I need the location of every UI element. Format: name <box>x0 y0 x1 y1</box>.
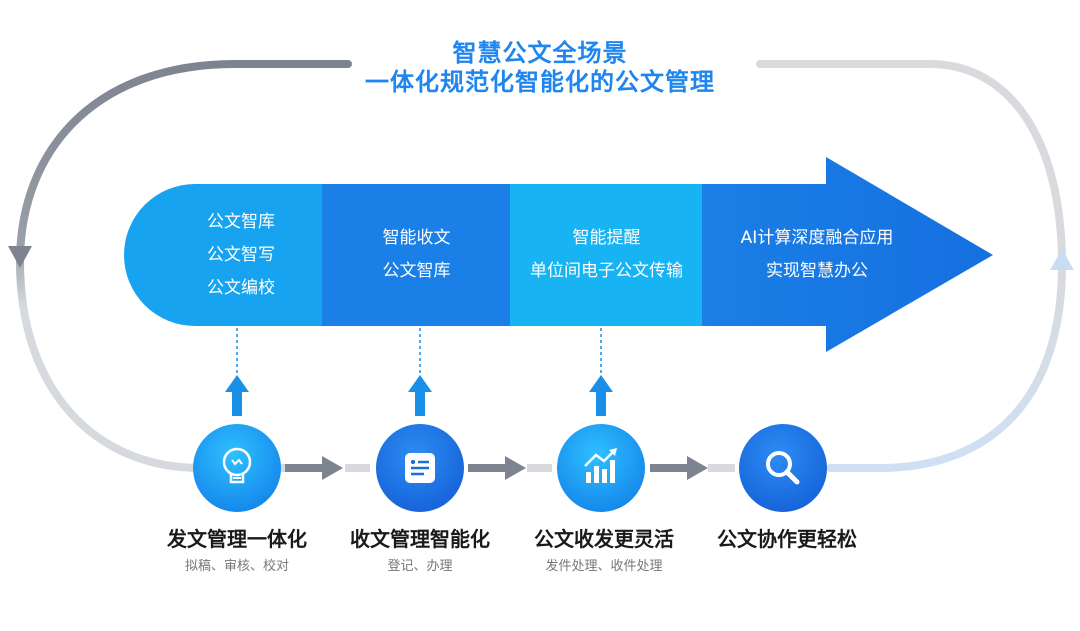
step-2-title: 收文管理智能化 <box>350 527 490 551</box>
diagram-subtitle: 一体化规范化智能化的公文管理 <box>365 68 715 96</box>
segment-1-line-1: 公文智库 <box>207 211 275 232</box>
next-arrow-1 <box>285 456 343 480</box>
loop-up-arrowhead <box>1050 249 1074 270</box>
arrow-segment-1-text: 公文智库 公文智写 公文编校 <box>160 184 322 326</box>
lightbulb-icon <box>193 424 281 512</box>
step-4-title: 公文协作更轻松 <box>717 527 857 551</box>
arrow-segment-2-text: 智能收文 公文智库 <box>322 184 511 326</box>
step-3-title: 公文收发更灵活 <box>534 527 674 551</box>
arrow-segment-3-text: 智能提醒 单位间电子公文传输 <box>510 184 703 326</box>
segment-1-line-3: 公文编校 <box>207 277 275 298</box>
arrow-segment-4-text: AI计算深度融合应用 实现智慧办公 <box>702 184 932 326</box>
up-connector-1 <box>225 328 249 416</box>
segment-2-line-2: 公文智库 <box>382 261 451 281</box>
step-2-subtitle: 登记、办理 <box>387 559 453 574</box>
step-3-subtitle: 发件处理、收件处理 <box>545 559 663 574</box>
next-arrow-3 <box>650 456 708 480</box>
document-list-icon <box>376 424 464 512</box>
step-1-title: 发文管理一体化 <box>167 527 307 551</box>
arrow-segment-2 <box>322 184 511 326</box>
diagram-title: 智慧公文全场景 <box>452 39 628 67</box>
segment-2-line-1: 智能收文 <box>382 228 451 248</box>
next-arrow-2 <box>468 456 526 480</box>
segment-4-line-2: 实现智慧办公 <box>766 261 868 281</box>
segment-4-line-1: AI计算深度融合应用 <box>740 228 894 248</box>
up-connector-2 <box>408 328 432 416</box>
segment-3-line-1: 智能提醒 <box>572 228 641 248</box>
arrow-segment-3 <box>510 184 703 326</box>
arrow-segment-4 <box>702 157 993 352</box>
loop-down-arrowhead <box>8 246 32 268</box>
growth-chart-icon <box>557 424 645 512</box>
search-icon <box>739 424 827 512</box>
up-connector-3 <box>589 328 613 416</box>
segment-1-line-2: 公文智写 <box>207 244 275 265</box>
step-1-subtitle: 拟稿、审核、校对 <box>184 559 289 574</box>
arrow-segment-1 <box>124 184 323 326</box>
segment-3-line-2: 单位间电子公文传输 <box>530 261 683 281</box>
